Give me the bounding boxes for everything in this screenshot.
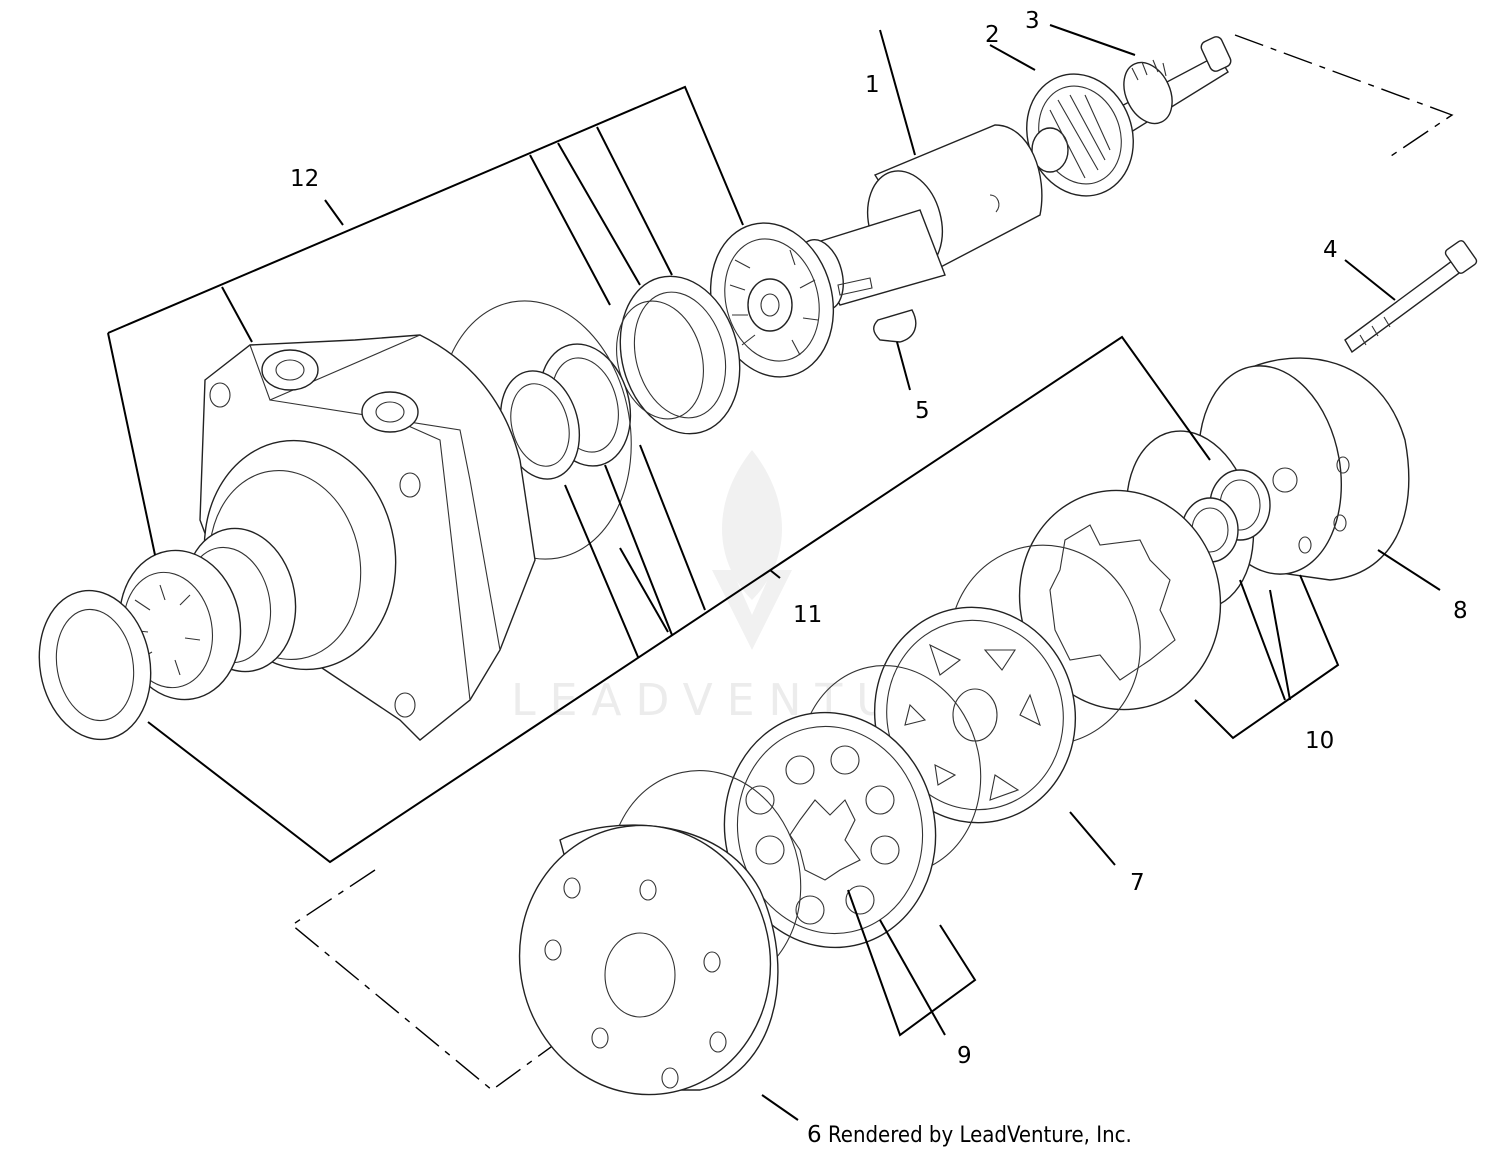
callout-12: 12: [290, 166, 319, 192]
part-12-housing: [183, 334, 536, 741]
roller-bearing: [709, 222, 835, 378]
callout-3: 3: [1025, 8, 1040, 34]
callout-10: 10: [1305, 728, 1334, 754]
part-5-key: [873, 309, 917, 343]
callouts: 1 2 3 4 5 6 7 8 9 10 11 12: [290, 8, 1468, 1148]
callout-2: 2: [985, 22, 1000, 48]
part-11-seals: [499, 275, 741, 480]
callout-8: 8: [1453, 598, 1468, 624]
flame-logo-icon: [712, 450, 792, 650]
credit-text: Rendered by LeadVenture, Inc.: [828, 1123, 1132, 1148]
callout-1: 1: [865, 72, 880, 98]
leader-lines: [107, 24, 1441, 1121]
callout-11: 11: [793, 602, 822, 628]
part-6-cover-plate: [518, 770, 802, 1096]
callout-7: 7: [1130, 870, 1145, 896]
gerotor-star-plate: [1018, 489, 1222, 711]
callout-5: 5: [915, 398, 930, 424]
part-4-bolt: [1344, 240, 1478, 354]
front-seal: [38, 589, 152, 741]
callout-6: 6: [807, 1122, 822, 1148]
callout-4: 4: [1323, 237, 1338, 263]
callout-9: 9: [957, 1043, 972, 1069]
